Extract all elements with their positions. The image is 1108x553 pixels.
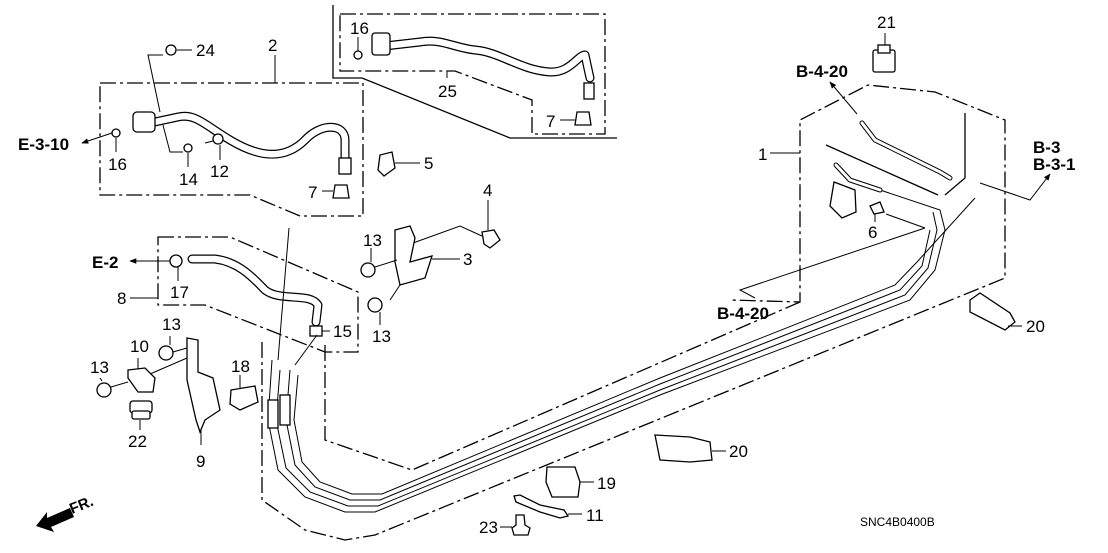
clip-6-icon — [869, 201, 885, 215]
bracket-11-icon — [513, 494, 570, 519]
fitting-17-icon — [169, 254, 183, 268]
ref-b-4-20[interactable]: B-4-20 — [796, 62, 848, 81]
nut-16-icon — [353, 50, 363, 60]
callout-15[interactable]: 15 — [333, 322, 352, 341]
callout-11[interactable]: 11 — [586, 506, 604, 525]
nut-13-icon — [360, 262, 376, 278]
callout-23[interactable]: 23 — [479, 518, 498, 537]
clip-15-icon — [309, 325, 323, 337]
callout-16[interactable]: 16 — [108, 155, 127, 174]
callout-20[interactable]: 20 — [729, 442, 748, 461]
pipe-joint — [583, 82, 595, 100]
front-arrow-icon — [36, 508, 74, 532]
nut-14-icon — [183, 143, 193, 153]
clip-4-icon — [481, 229, 501, 249]
group-2-pipe-assembly: 2 24 16 E-3-10 14 12 7 — [18, 36, 364, 217]
front-direction-indicator: FR. — [36, 493, 96, 532]
callout-7[interactable]: 7 — [308, 183, 317, 202]
clip-7-icon — [574, 111, 592, 126]
clip-7-icon — [332, 184, 350, 199]
nut-24-icon — [165, 44, 177, 56]
callout-20[interactable]: 20 — [1026, 317, 1045, 336]
nut-13-icon — [158, 345, 174, 361]
pipe-flange-fitting — [132, 111, 156, 133]
callout-13[interactable]: 13 — [162, 315, 181, 334]
callout-3[interactable]: 3 — [463, 250, 472, 269]
group-25-pipe-assembly: 16 25 7 — [332, 5, 617, 139]
group-8-pipe-assembly: 8 E-2 17 15 — [92, 236, 359, 353]
bracket-10-icon — [127, 367, 156, 393]
drawing-code: SNC4B0400B — [860, 515, 935, 529]
bracket-3-icon — [394, 225, 433, 286]
clamp-20-icon — [969, 292, 1016, 331]
callout-4[interactable]: 4 — [483, 181, 492, 200]
clip-23-icon — [511, 514, 531, 536]
callout-9[interactable]: 9 — [196, 452, 205, 471]
clamps-and-fasteners: 20 20 19 11 23 — [479, 292, 1045, 537]
clip-5: 5 — [377, 151, 433, 177]
callout-19[interactable]: 19 — [597, 474, 616, 493]
group-1-main-pipe-assembly: 1 B-4-20 6 B-4-20 B-3 B-3-1 21 — [261, 13, 1076, 541]
pipe-sleeve — [279, 394, 291, 426]
callout-25[interactable]: 25 — [438, 82, 457, 101]
callout-7[interactable]: 7 — [546, 112, 555, 131]
callout-24[interactable]: 24 — [196, 41, 215, 60]
callout-8[interactable]: 8 — [117, 289, 126, 308]
pipe-sleeve — [267, 399, 279, 429]
callout-5[interactable]: 5 — [424, 154, 433, 173]
callout-13[interactable]: 13 — [372, 327, 391, 346]
callout-10[interactable]: 10 — [130, 337, 149, 356]
front-label: FR. — [67, 493, 96, 518]
callout-1[interactable]: 1 — [758, 145, 767, 164]
ref-b-3[interactable]: B-3 — [1033, 138, 1060, 157]
callout-12[interactable]: 12 — [210, 162, 229, 181]
callout-16[interactable]: 16 — [350, 19, 369, 38]
callout-18[interactable]: 18 — [231, 357, 250, 376]
lower-left-parts: 13 10 13 22 9 18 — [90, 315, 259, 471]
bracket-3-cluster: 4 3 13 13 — [360, 181, 501, 346]
ref-e-2[interactable]: E-2 — [92, 253, 118, 272]
clamp-20-icon — [654, 434, 713, 463]
pipe-end-fitting — [371, 32, 391, 56]
ref-e-3-10[interactable]: E-3-10 — [18, 135, 69, 154]
callout-17[interactable]: 17 — [170, 283, 189, 302]
callout-22[interactable]: 22 — [128, 432, 147, 451]
ref-b-4-20[interactable]: B-4-20 — [717, 304, 769, 323]
clamp-19-icon — [545, 466, 581, 498]
bracket-9-icon — [186, 337, 221, 434]
callout-13[interactable]: 13 — [363, 231, 382, 250]
bolt-12-icon — [212, 133, 224, 145]
callout-14[interactable]: 14 — [179, 170, 198, 189]
callout-6[interactable]: 6 — [868, 223, 877, 242]
callout-2[interactable]: 2 — [268, 36, 277, 55]
connector-icon — [829, 181, 857, 219]
callout-21[interactable]: 21 — [877, 13, 896, 32]
nut-13-icon — [96, 382, 112, 398]
ref-b-3-1[interactable]: B-3-1 — [1033, 155, 1076, 174]
nut-13-icon — [367, 297, 383, 313]
callout-13[interactable]: 13 — [90, 358, 109, 377]
pipe-joint — [338, 157, 352, 175]
nut-16-icon — [111, 128, 121, 138]
clip-18-icon — [229, 385, 259, 411]
